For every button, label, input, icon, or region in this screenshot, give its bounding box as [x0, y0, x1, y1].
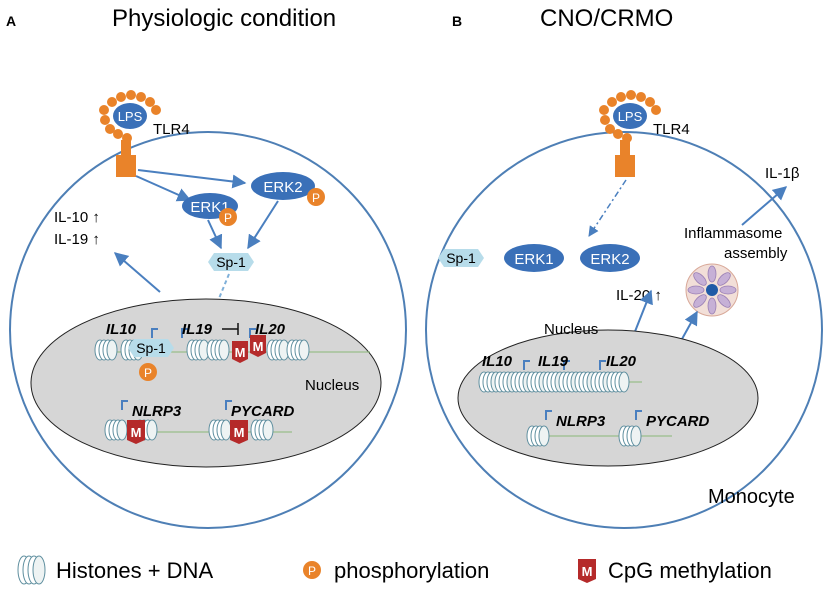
arrow-tlr4-erk2-a	[137, 169, 247, 189]
phospho-erk2-a	[307, 188, 325, 206]
sp1-nuclear-a	[128, 339, 174, 357]
histone-a10	[250, 419, 274, 441]
erk1-label-a: ERK1	[190, 199, 229, 216]
legend-phospho-icon	[303, 561, 321, 579]
methyl-il20-a2	[250, 335, 266, 357]
methyl-pycard-label-a: M	[234, 425, 245, 440]
legend-phosphorylation-label: phosphorylation	[334, 558, 489, 583]
sp1-nuclear-label-a: Sp-1	[136, 340, 166, 356]
methyl-il20-label-a2: M	[253, 339, 264, 354]
sp1-cyto-label-a: Sp-1	[216, 254, 246, 270]
gene-pycard-a: PYCARD	[231, 403, 295, 420]
histone-b10	[526, 425, 550, 447]
legend: Histones + DNA P phosphorylation M CpG m…	[17, 555, 772, 585]
arrow-tlr4-erk1-a	[135, 175, 192, 202]
histone-a3	[186, 339, 210, 361]
lps-a	[113, 103, 147, 129]
cell-label-b: Monocyte	[708, 486, 795, 508]
histone-a6	[286, 339, 310, 361]
histone-a9	[208, 419, 232, 441]
gene-il10-b: IL10	[482, 353, 513, 370]
lps-label-a: LPS	[118, 109, 143, 124]
panel-a-title: Physiologic condition	[112, 5, 336, 32]
tlr4-label-a: TLR4	[153, 121, 190, 138]
il10-up-a: IL-10 ↑	[54, 209, 100, 226]
phospho-erk1-label-a: P	[224, 211, 232, 225]
histone-a1	[94, 339, 118, 361]
arrow-tlr4-erk-b	[588, 179, 627, 237]
methyl-pycard-a	[230, 420, 248, 444]
arrow-erk1-sp1-a	[207, 219, 223, 250]
gene-il20-b: IL20	[606, 353, 637, 370]
histone-b9	[606, 371, 630, 393]
inflammasome-label-b2: assembly	[724, 245, 788, 262]
gene-nlrp3-b: NLRP3	[556, 413, 606, 430]
erk2-a	[251, 172, 315, 200]
arrow-inflammasome-il1b-b	[741, 186, 788, 226]
nucleus-b	[457, 329, 759, 467]
inhibit-symbol-a	[222, 323, 239, 335]
gene-il19-a: IL19	[182, 321, 213, 338]
sp1-cyto-a	[208, 253, 254, 271]
panel-a: A Physiologic condition LPS TLR4 ERK1 ER…	[6, 5, 407, 529]
methyl-nlrp3-a	[127, 420, 145, 444]
lps-b	[613, 103, 647, 129]
phospho-sp1-a	[139, 363, 157, 381]
nucleus-label-b: Nucleus	[544, 321, 598, 338]
il20-up-b: IL-20 ↑	[616, 287, 662, 304]
histone-b11	[618, 425, 642, 447]
legend-methyl-icon	[578, 559, 596, 583]
arrow-erk2-sp1-a	[247, 200, 279, 250]
panel-b-title: CNO/CRMO	[540, 5, 673, 32]
tlr4-receptor-b	[599, 90, 661, 177]
legend-histone-icon	[17, 555, 46, 585]
sp1-cyto-b	[438, 249, 484, 267]
erk2-label-b: ERK2	[590, 251, 629, 268]
legend-phospho-symbol: P	[308, 564, 316, 578]
il19-up-a: IL-19 ↑	[54, 231, 100, 248]
arrow-nucleus-il20-b	[633, 289, 653, 335]
panel-b-letter: B	[452, 13, 462, 29]
lps-label-b: LPS	[618, 109, 643, 124]
inflammasome-icon	[685, 263, 739, 317]
tlr4-receptor-a	[99, 90, 161, 177]
methyl-il20-a1	[232, 341, 248, 363]
gene-nlrp3-a: NLRP3	[132, 403, 182, 420]
methyl-nlrp3-label-a: M	[131, 425, 142, 440]
gene-il20-a: IL20	[255, 321, 286, 338]
legend-histones-label: Histones + DNA	[56, 558, 213, 583]
erk2-label-a: ERK2	[263, 179, 302, 196]
phospho-sp1-label-a: P	[144, 366, 152, 380]
histone-a5	[266, 339, 290, 361]
inflammasome-label-b1: Inflammasome	[684, 225, 782, 242]
nucleus-label-a: Nucleus	[305, 377, 359, 394]
gene-il10-a: IL10	[106, 321, 137, 338]
phospho-erk1-a	[219, 208, 237, 226]
erk1-label-b: ERK1	[514, 251, 553, 268]
il1b-label-b: IL-1β	[765, 165, 800, 182]
methyl-il20-label-a1: M	[235, 345, 246, 360]
arrow-nucleus-il-a	[113, 252, 161, 293]
phospho-erk2-label-a: P	[312, 191, 320, 205]
panel-a-letter: A	[6, 13, 16, 29]
histone-a4	[206, 339, 230, 361]
legend-methylation-label: CpG methylation	[608, 558, 772, 583]
gene-il19-b: IL19	[538, 353, 569, 370]
tlr4-label-b: TLR4	[653, 121, 690, 138]
gene-pycard-b: PYCARD	[646, 413, 710, 430]
arrow-sp1-nucleus-a	[209, 273, 230, 320]
panel-b: B CNO/CRMO Monocyte LPS TLR4 ERK1 ERK2 S…	[425, 5, 823, 529]
erk1-b	[504, 244, 564, 272]
erk2-b	[580, 244, 640, 272]
sp1-cyto-label-b: Sp-1	[446, 250, 476, 266]
legend-methyl-symbol: M	[582, 564, 593, 579]
histone-a7	[104, 419, 128, 441]
